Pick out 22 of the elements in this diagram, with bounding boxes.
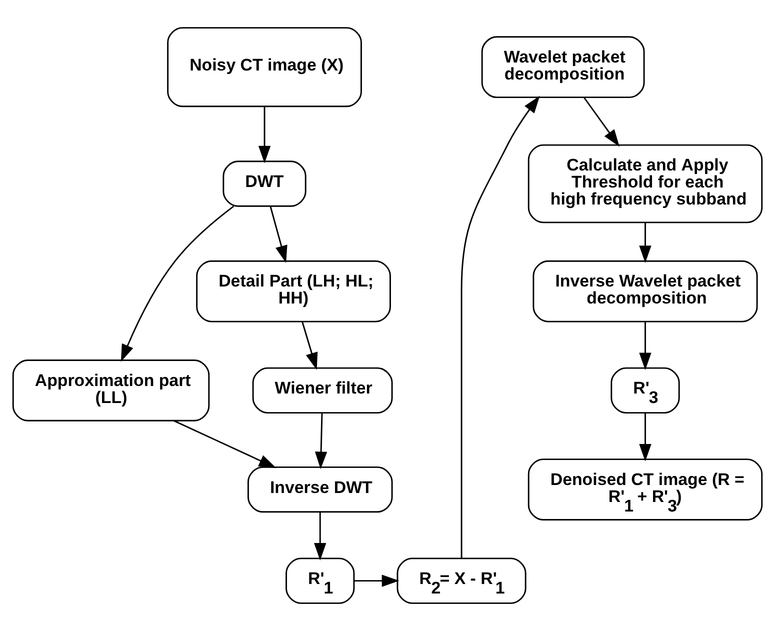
- arrow: [173, 420, 276, 468]
- node-box: Inverse DWT: [247, 466, 393, 512]
- arrow: [460, 95, 540, 558]
- node-box: Detail Part (LH; HL; HH): [196, 260, 391, 322]
- arrow: [314, 512, 326, 560]
- node-box: Noisy CT image (X): [167, 26, 362, 107]
- arrow: [302, 320, 318, 370]
- arrow: [354, 574, 400, 586]
- arrow: [639, 222, 652, 262]
- arrow: [270, 206, 288, 263]
- node-box: Wavelet packet decomposition: [481, 36, 645, 98]
- node-box: DWT: [222, 160, 306, 206]
- arrow: [639, 321, 652, 370]
- arrow: [584, 96, 620, 146]
- node-box: Wiener filter: [252, 366, 393, 414]
- arrow: [258, 106, 271, 163]
- arrow: [120, 205, 234, 362]
- node-box: Approximation part (LL): [12, 359, 210, 421]
- node-box: Inverse Wavelet packet decomposition: [532, 260, 758, 322]
- node-box: Calculate and Apply Threshold for each high frequency subband: [528, 144, 763, 223]
- arrow: [639, 412, 652, 461]
- arrow: [314, 412, 328, 469]
